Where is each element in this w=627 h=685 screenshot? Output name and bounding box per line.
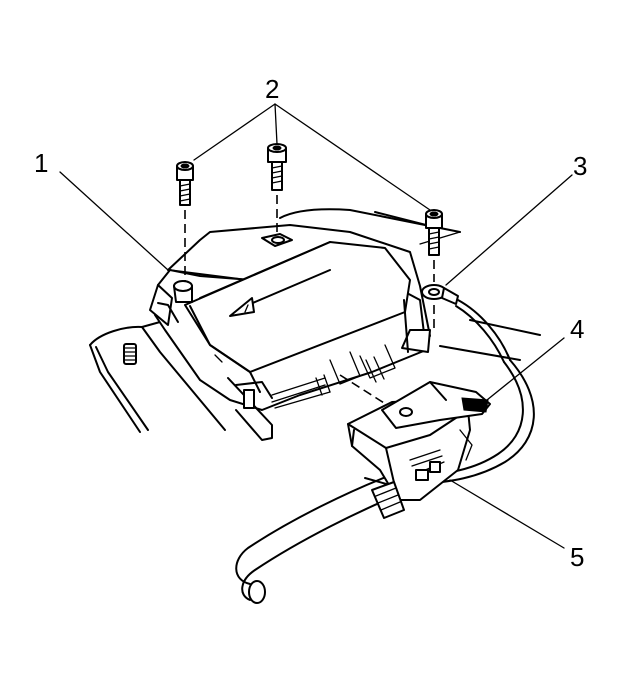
mounting-bracket bbox=[89, 208, 541, 433]
harness-connector bbox=[339, 374, 491, 519]
callout-3: 3 bbox=[573, 151, 587, 181]
mounting-stud bbox=[123, 343, 137, 365]
leader-lines bbox=[59, 103, 573, 549]
bolt-left bbox=[176, 161, 194, 282]
bolt-right bbox=[425, 209, 443, 330]
callout-2: 2 bbox=[265, 74, 279, 104]
bolt-middle bbox=[267, 143, 287, 238]
callout-1: 1 bbox=[34, 148, 48, 178]
callout-4: 4 bbox=[570, 314, 584, 344]
ground-terminal bbox=[421, 284, 511, 363]
callout-5: 5 bbox=[570, 542, 584, 572]
control-module bbox=[149, 224, 431, 441]
